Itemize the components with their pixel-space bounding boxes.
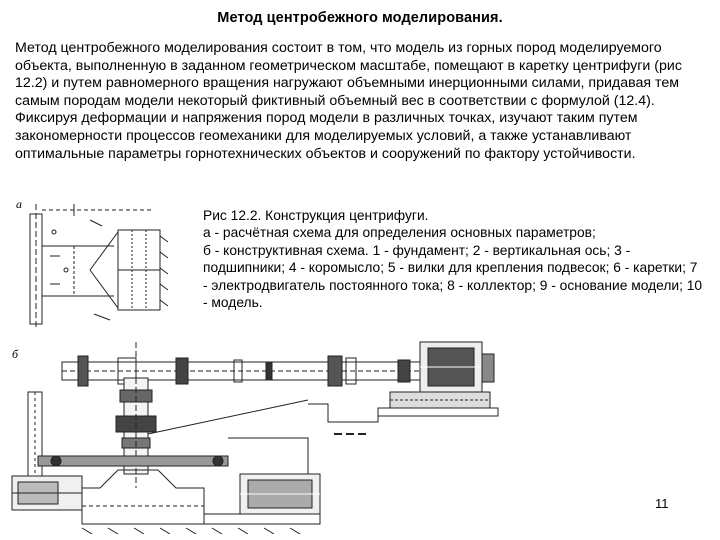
body-paragraph: Метод центробежного моделирования состои… <box>15 40 682 162</box>
figure-caption: Рис 12.2. Конструкция центрифуги. а - ра… <box>203 207 703 311</box>
figure-a-label: а <box>16 197 22 211</box>
slide-title: Метод центробежного моделирования. <box>217 10 503 26</box>
figure-a-calculation-scheme: а <box>14 196 198 330</box>
caption-part-b: б - конструктивная схема. 1 - фундамент;… <box>203 242 703 311</box>
figure-b-label: б <box>12 347 19 361</box>
figure-b-construction-scheme: б <box>8 338 500 534</box>
caption-part-a: а - расчётная схема для определения осно… <box>203 225 596 241</box>
page-number: 11 <box>655 496 669 511</box>
caption-title: Рис 12.2. Конструкция центрифуги. <box>203 208 429 223</box>
